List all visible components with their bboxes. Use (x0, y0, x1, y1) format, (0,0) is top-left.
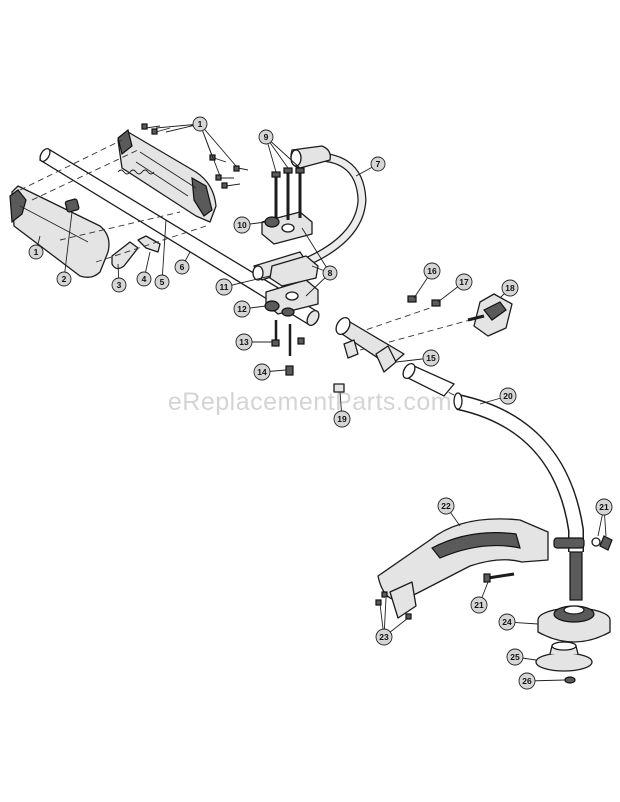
guard-shield (377, 518, 585, 619)
callout-6: 6 (174, 259, 190, 275)
svg-text:1: 1 (34, 247, 39, 257)
callout-23: 23 (375, 628, 393, 646)
svg-text:21: 21 (474, 600, 484, 610)
svg-text:14: 14 (257, 367, 267, 377)
handle-housing-left (9, 185, 110, 278)
callout-2: 2 (56, 271, 72, 287)
svg-text:24: 24 (502, 617, 512, 627)
svg-text:18: 18 (505, 283, 515, 293)
callout-14: 14 (253, 363, 271, 381)
callout-11: 11 (215, 278, 233, 296)
svg-text:1: 1 (198, 119, 203, 129)
callout-25: 25 (506, 648, 524, 666)
shield-fasteners (375, 535, 613, 620)
svg-text:9: 9 (264, 132, 269, 142)
svg-text:4: 4 (142, 274, 147, 284)
svg-text:2: 2 (62, 274, 67, 284)
svg-text:16: 16 (427, 266, 437, 276)
knob-and-bolt (333, 293, 513, 393)
callout-18: 18 (501, 279, 519, 297)
svg-text:23: 23 (379, 632, 389, 642)
svg-text:19: 19 (337, 414, 347, 424)
lower-shaft-tube (453, 392, 584, 601)
lockout-lever (137, 235, 161, 253)
svg-text:20: 20 (503, 391, 513, 401)
callout-13: 13 (235, 333, 253, 351)
callouts: 1 1 2 3 4 5 6 7 8 9 10 11 12 13 14 15 16… (28, 116, 613, 690)
trimmer-head (537, 605, 611, 643)
callout-22: 22 (437, 497, 455, 515)
callout-20: 20 (499, 387, 517, 405)
svg-text:26: 26 (522, 676, 532, 686)
callout-1-top: 1 (192, 116, 208, 132)
spool-cap (535, 641, 593, 672)
callout-21-left: 21 (470, 596, 488, 614)
callout-9: 9 (258, 129, 274, 145)
spring (117, 169, 155, 175)
callout-24: 24 (498, 613, 516, 631)
callout-7: 7 (370, 156, 386, 172)
svg-text:22: 22 (441, 501, 451, 511)
callout-21-right: 21 (595, 498, 613, 516)
callout-16: 16 (423, 262, 441, 280)
handle-housing-right (117, 128, 217, 223)
watermark: eReplacementParts.com (167, 388, 453, 416)
svg-text:5: 5 (160, 277, 165, 287)
lower-bolts (271, 320, 305, 376)
retainer-nut (564, 676, 576, 684)
callout-19: 19 (333, 410, 351, 428)
callout-4: 4 (136, 271, 152, 287)
callout-1-left: 1 (28, 244, 44, 260)
svg-text:7: 7 (376, 159, 381, 169)
on-off-switch (64, 198, 80, 213)
assembly-lines (19, 139, 471, 581)
callout-17: 17 (455, 273, 473, 291)
shaft-coupler (335, 316, 405, 373)
svg-text:17: 17 (459, 277, 469, 287)
svg-text:25: 25 (510, 652, 520, 662)
svg-text:8: 8 (328, 268, 333, 278)
spacers (264, 216, 295, 317)
callout-15: 15 (422, 349, 440, 367)
shaft-insert (402, 362, 456, 397)
svg-text:6: 6 (180, 262, 185, 272)
svg-text:3: 3 (117, 280, 122, 290)
callout-26: 26 (518, 672, 536, 690)
svg-text:21: 21 (599, 502, 609, 512)
callout-8: 8 (322, 265, 338, 281)
callout-5: 5 (154, 274, 170, 290)
svg-text:10: 10 (237, 220, 247, 230)
svg-text:11: 11 (220, 282, 229, 292)
svg-text:13: 13 (239, 337, 249, 347)
callout-12: 12 (233, 300, 251, 318)
svg-text:15: 15 (426, 353, 436, 363)
housing-screws (141, 123, 249, 189)
drive-shaft-tube (38, 147, 320, 327)
svg-text:12: 12 (237, 304, 247, 314)
clamp-bolts (271, 167, 305, 222)
callout-10: 10 (233, 216, 251, 234)
callout-3: 3 (111, 277, 127, 293)
